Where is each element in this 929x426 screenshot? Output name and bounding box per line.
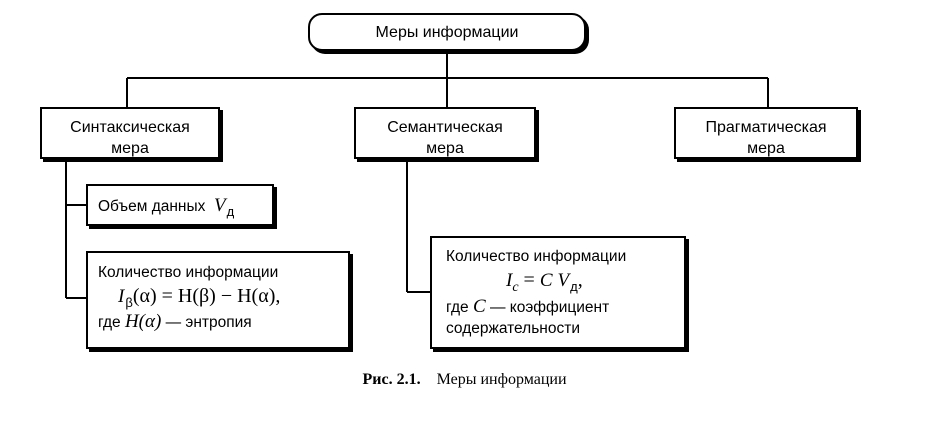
semantic-formula-v: V — [557, 270, 570, 291]
pragmatic-measure-node: Прагматическая мера — [674, 107, 858, 159]
syntactic-formula-lhs-subscript: β — [125, 295, 133, 310]
semantic-formula-eq: = — [518, 269, 540, 291]
root-node-label: Меры информации — [375, 24, 519, 41]
figure-caption-text: Меры информации — [436, 371, 567, 388]
pragmatic-measure-line2: мера — [747, 140, 785, 157]
syntactic-measure-node: Синтаксическая мера — [40, 107, 220, 159]
semantic-formula-lhs-subscript: c — [512, 280, 519, 295]
syntactic-information-quantity-node: Количество информации Iβ(α) = H(β) − H(α… — [86, 251, 350, 349]
syntactic-measure-line2: мера — [111, 140, 149, 157]
semantic-formula-c: C — [539, 270, 553, 291]
root-node-measures-of-information: Меры информации — [308, 13, 586, 51]
syntactic-measure-line1: Синтаксическая — [70, 119, 190, 136]
data-volume-node: Объем данных Vд — [86, 184, 274, 226]
figure-number: Рис. 2.1. — [362, 371, 421, 388]
semantic-measure-node: Семантическая мера — [354, 107, 536, 159]
semantic-where-word: где — [446, 299, 469, 316]
semantic-info-last-line: содержательности — [446, 320, 580, 337]
semantic-information-quantity-node: Количество информации Ic = C Vд, где C —… — [430, 236, 686, 349]
syntactic-where-word: где — [98, 314, 121, 331]
syntactic-info-formula: Iβ(α) = H(β) − H(α), — [98, 283, 348, 311]
semantic-formula-v-subscript: д — [570, 279, 578, 294]
syntactic-formula-rest: (α) = H(β) − H(α), — [132, 285, 281, 307]
semantic-formula-lhs: I — [506, 270, 513, 291]
syntactic-where-text: — энтропия — [165, 314, 252, 331]
semantic-where-symbol: C — [472, 296, 486, 317]
data-volume-label: Объем данных — [98, 198, 206, 215]
syntactic-info-where-line: где H(α) — энтропия — [98, 311, 348, 333]
data-volume-symbol: V — [214, 195, 226, 216]
pragmatic-measure-line1: Прагматическая — [705, 119, 827, 136]
semantic-measure-line1: Семантическая — [387, 119, 503, 136]
syntactic-info-title: Количество информации — [98, 264, 279, 281]
data-volume-symbol-subscript: д — [226, 204, 235, 219]
semantic-measure-line2: мера — [426, 140, 464, 157]
semantic-info-title: Количество информации — [446, 248, 627, 265]
semantic-info-formula: Ic = C Vд, — [446, 267, 684, 296]
semantic-formula-end: , — [577, 269, 583, 291]
semantic-info-where-line: где C — коэффициент — [446, 296, 684, 318]
figure-caption: Рис. 2.1. Меры информации — [0, 371, 929, 389]
semantic-where-text: — коэффициент — [489, 299, 610, 316]
syntactic-where-symbol: H(α) — [124, 311, 162, 332]
syntactic-formula-lhs: I — [118, 286, 125, 307]
